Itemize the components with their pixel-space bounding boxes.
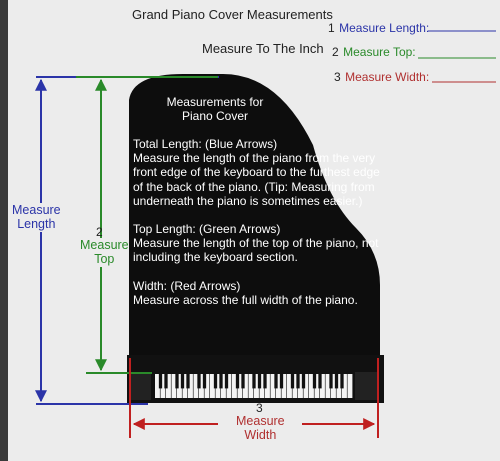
white-key xyxy=(287,374,292,398)
black-key xyxy=(197,374,201,389)
white-key xyxy=(226,374,232,398)
black-key xyxy=(329,374,333,389)
piano-diagram xyxy=(35,30,496,442)
right-key-block xyxy=(355,372,377,400)
white-key xyxy=(336,374,342,398)
legend-label: Measure Width: xyxy=(345,70,430,84)
piano-heading: Measurements for Piano Cover xyxy=(166,95,264,124)
white-key xyxy=(182,374,188,398)
legend-number: 1 xyxy=(328,21,335,35)
black-key xyxy=(241,374,245,389)
white-key xyxy=(171,374,177,398)
white-key xyxy=(325,374,331,398)
piano-body xyxy=(129,74,380,360)
white-key xyxy=(342,374,347,398)
black-key xyxy=(312,374,317,389)
white-key xyxy=(177,374,182,398)
white-key xyxy=(347,374,353,398)
white-key xyxy=(292,374,298,398)
black-key xyxy=(164,374,168,389)
width-number: 3 xyxy=(256,401,263,415)
instruction-width: Width: (Red Arrows) Measure across the f… xyxy=(133,278,358,307)
white-key xyxy=(215,374,221,398)
white-key xyxy=(243,374,248,398)
white-key xyxy=(331,374,336,398)
black-key xyxy=(252,374,256,389)
black-key xyxy=(202,374,207,389)
black-key xyxy=(213,374,218,389)
white-key xyxy=(188,374,193,398)
white-key xyxy=(276,374,281,398)
black-key xyxy=(175,374,179,389)
white-key xyxy=(160,374,166,398)
white-key xyxy=(199,374,204,398)
white-key xyxy=(320,374,325,398)
black-key xyxy=(296,374,300,389)
white-key xyxy=(221,374,226,398)
black-key xyxy=(318,374,322,389)
black-key xyxy=(334,374,339,389)
legend-item-length: 1 Measure Length: xyxy=(328,19,429,37)
white-key xyxy=(303,374,309,398)
legend-item-width: 3 Measure Width: xyxy=(334,68,429,86)
width-label: Measure Width xyxy=(236,414,285,443)
width-label-bg xyxy=(218,412,302,442)
white-key xyxy=(309,374,314,398)
legend-label: Measure Length: xyxy=(339,21,430,35)
top-label: Measure Top xyxy=(80,238,129,267)
legend-label: Measure Top: xyxy=(343,45,416,59)
diagram-subtitle: Measure To The Inch xyxy=(202,41,324,56)
black-key xyxy=(263,374,267,389)
white-key xyxy=(259,374,265,398)
black-key xyxy=(274,374,278,389)
length-label: Measure Length xyxy=(12,203,61,232)
white-key xyxy=(204,374,210,398)
black-key xyxy=(186,374,190,389)
piano-instructions: Total Length: (Blue Arrows) Measure the … xyxy=(133,137,383,307)
white-key xyxy=(193,374,199,398)
piano-keyboard xyxy=(155,374,353,398)
white-key xyxy=(155,374,160,398)
white-key xyxy=(265,374,270,398)
white-key xyxy=(248,374,254,398)
white-key xyxy=(314,374,320,398)
black-key xyxy=(257,374,262,389)
white-key xyxy=(210,374,215,398)
diagram-canvas: Grand Piano Cover Measurements Measure T… xyxy=(8,0,500,461)
instruction-total-length: Total Length: (Blue Arrows) Measure the … xyxy=(133,137,380,208)
black-key xyxy=(180,374,185,389)
legend-item-top: 2 Measure Top: xyxy=(332,43,416,61)
black-key xyxy=(235,374,240,389)
white-key xyxy=(270,374,276,398)
black-key xyxy=(158,374,163,389)
diagram-title: Grand Piano Cover Measurements xyxy=(132,7,333,22)
white-key xyxy=(281,374,287,398)
white-key xyxy=(254,374,259,398)
white-key xyxy=(232,374,237,398)
white-key xyxy=(298,374,303,398)
black-key xyxy=(219,374,223,389)
legend-number: 2 xyxy=(332,45,339,59)
top-number: 2 xyxy=(96,225,103,239)
left-key-block xyxy=(131,372,151,400)
black-key xyxy=(224,374,229,389)
instruction-top-length: Top Length: (Green Arrows) Measure the l… xyxy=(133,222,379,265)
black-key xyxy=(279,374,284,389)
black-key xyxy=(290,374,295,389)
white-key xyxy=(166,374,171,398)
white-key xyxy=(237,374,243,398)
black-key xyxy=(340,374,344,389)
legend-number: 3 xyxy=(334,70,341,84)
black-key xyxy=(301,374,306,389)
